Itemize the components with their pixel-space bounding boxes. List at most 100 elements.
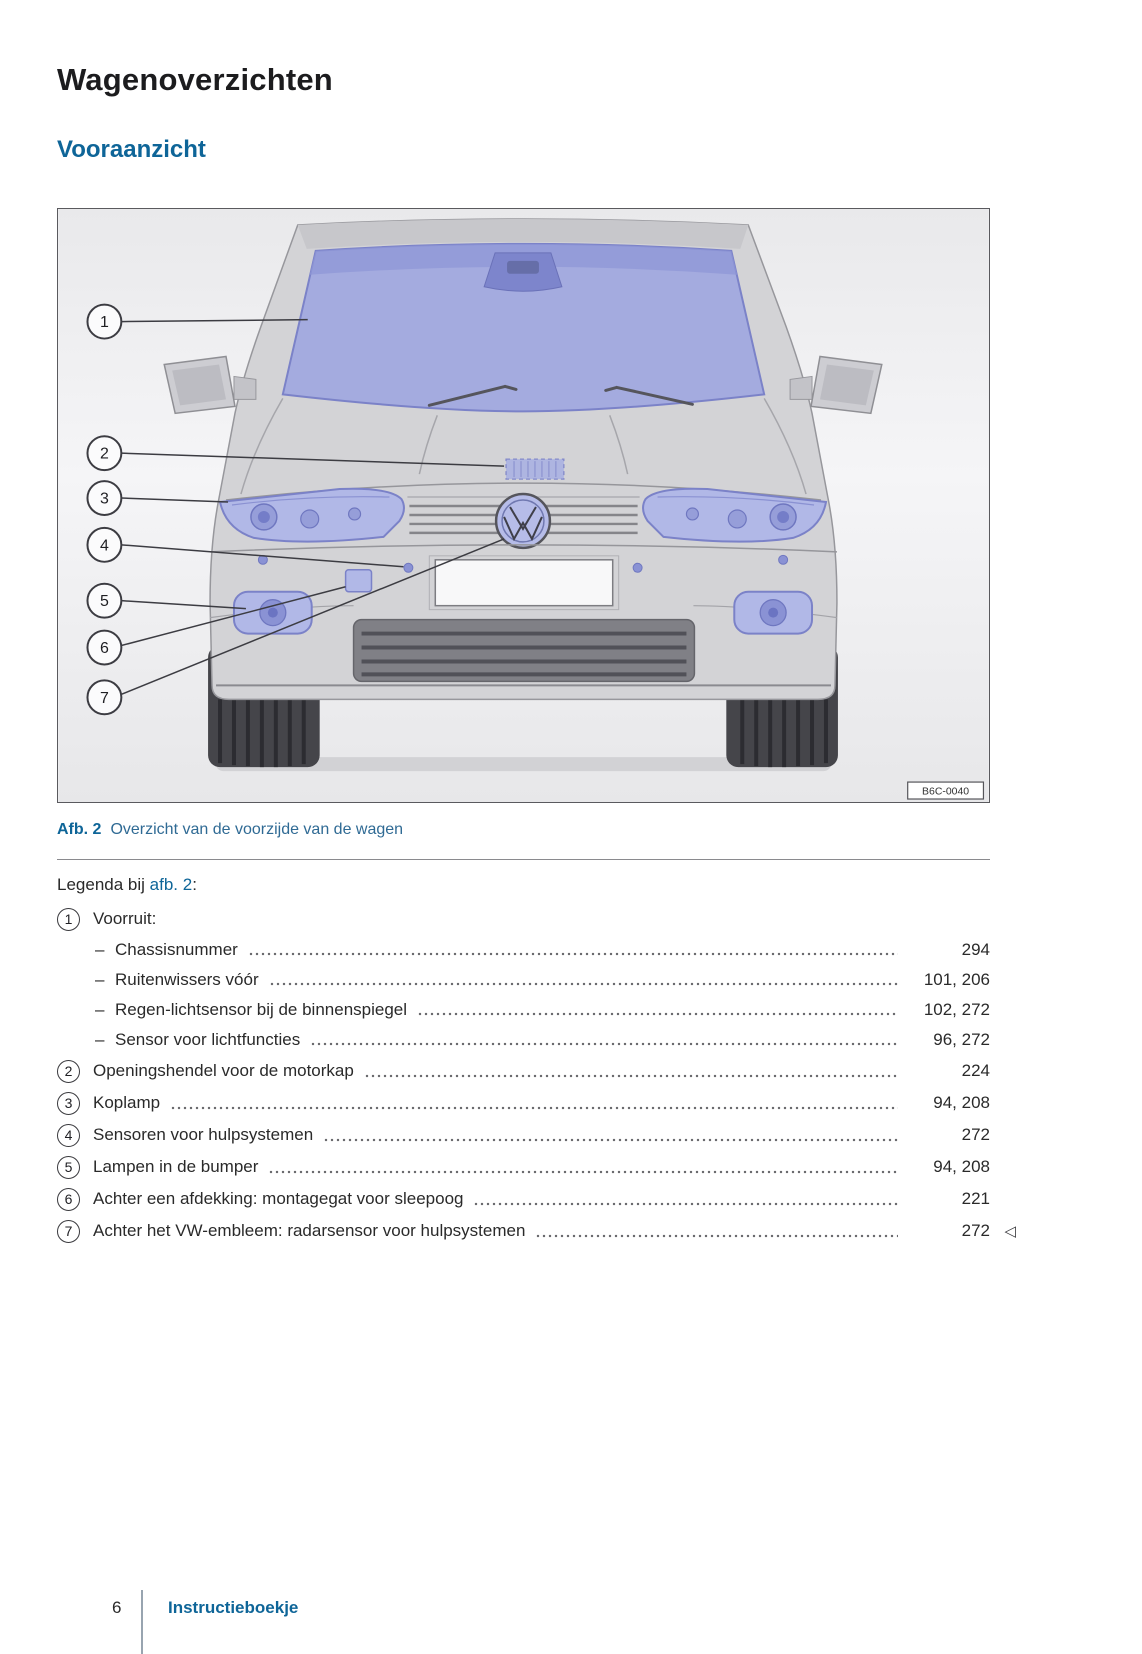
page-number: 6 [112, 1598, 122, 1617]
legend-item-number: 2 [57, 1059, 80, 1083]
parking-sensors [257, 554, 789, 573]
legend-item: 7 Achter het VW-embleem: radarsensor voo… [57, 1219, 1016, 1243]
bullet-dash: – [95, 1000, 105, 1019]
legend-item-label: Openingshendel voor de motorkap [93, 1061, 354, 1080]
legend-subitem: – Ruitenwissers vóór 101, 206 [95, 969, 990, 991]
legend-item-page-ref: 221 [961, 1189, 990, 1208]
interior-mirror-icon [483, 252, 563, 292]
legend-item: 6 Achter een afdekking: montagegat voor … [57, 1187, 990, 1211]
callout-3-number: 3 [100, 491, 109, 508]
legend-item: 1 Voorruit: [57, 907, 990, 931]
side-mirror-left-icon [163, 355, 257, 415]
dotted-leader [268, 969, 898, 991]
legend-item: 5 Lampen in de bumper 94, 208 [57, 1155, 990, 1179]
dotted-leader [268, 1155, 898, 1179]
page-title: Wagenoverzichten [57, 62, 333, 97]
front-view-figure: 1 2 3 4 5 6 7 [57, 208, 990, 803]
legend-item-number: 6 [57, 1187, 80, 1211]
legend-item-number: 4 [57, 1123, 80, 1147]
legend-subitem-label: Chassisnummer [115, 940, 238, 959]
callout-5: 5 [86, 582, 123, 619]
legend-item-number: 7 [57, 1219, 80, 1243]
figure-caption-text: Overzicht van de voorzijde van de wagen [110, 821, 404, 838]
dotted-leader [473, 1187, 898, 1211]
callout-4-number: 4 [100, 537, 109, 554]
vw-emblem-icon [494, 492, 552, 550]
legend-list: 1 Voorruit: – Chassisnummer 294 – Ruiten… [57, 907, 1016, 1243]
dotted-leader [247, 939, 898, 961]
dotted-leader [417, 999, 898, 1021]
callout-5-number: 5 [100, 593, 109, 610]
image-code-box: B6C-0040 [907, 781, 985, 800]
windshield [281, 242, 766, 413]
legend-subitem: – Regen-lichtsensor bij de binnenspiegel… [95, 999, 990, 1021]
page-footer: 6 Instructieboekje [0, 1590, 1142, 1654]
license-plate [428, 555, 620, 611]
figure-caption-label: Afb. 2 [57, 821, 102, 838]
bullet-dash: – [95, 970, 105, 989]
legend-item-number: 5 [57, 1155, 80, 1179]
callout-2-number: 2 [100, 446, 109, 463]
legend-subitem-page-ref: 96, 272 [933, 1030, 990, 1049]
legend-item-number: 1 [57, 907, 80, 931]
dotted-leader [323, 1123, 898, 1147]
bumper-crease [210, 544, 837, 553]
legend-item-label: Voorruit: [93, 909, 157, 928]
dotted-leader [170, 1091, 898, 1115]
figure-caption: Afb. 2 Overzicht van de voorzijde van de … [57, 821, 990, 839]
car-illustration: 1 2 3 4 5 6 7 [58, 209, 989, 802]
callout-4: 4 [86, 526, 123, 563]
legend-intro-prefix: Legenda bij [57, 875, 150, 894]
callout-6: 6 [86, 629, 123, 666]
section-divider [57, 859, 990, 860]
legend-item: 4 Sensoren voor hulpsystemen 272 [57, 1123, 990, 1147]
section-end-marker-icon: ◁ [1004, 1223, 1016, 1240]
legend-intro: Legenda bij afb. 2: [57, 875, 990, 895]
legend-item-number: 3 [57, 1091, 80, 1115]
legend-item-label: Koplamp [93, 1093, 161, 1112]
page-content: Wagenoverzichten Vooraanzicht [57, 0, 1016, 1243]
legend-subitem-label: Regen-lichtsensor bij de binnenspiegel [115, 1000, 408, 1019]
legend-item: 3 Koplamp 94, 208 [57, 1091, 990, 1115]
legend-subitem-page-ref: 102, 272 [923, 1000, 990, 1019]
image-code: B6C-0040 [922, 787, 969, 798]
dotted-leader [363, 1059, 898, 1083]
legend-subitem: – Chassisnummer 294 [95, 939, 990, 961]
bullet-dash: – [95, 1030, 105, 1049]
legend-item: 2 Openingshendel voor de motorkap 224 [57, 1059, 990, 1083]
hood-lines [240, 397, 807, 495]
legend-subitem: – Sensor voor lichtfuncties 96, 272 [95, 1029, 990, 1051]
section-title: Vooraanzicht [57, 136, 206, 163]
callout-7: 7 [86, 679, 123, 716]
callout-7-number: 7 [100, 690, 109, 707]
headlight-right-icon [642, 487, 828, 543]
legend-item-page-ref: 224 [961, 1061, 990, 1080]
headlight-left-icon [218, 487, 405, 543]
legend-subitem-label: Sensor voor lichtfuncties [115, 1030, 301, 1049]
legend-intro-suffix: : [192, 875, 197, 894]
callout-6-number: 6 [100, 640, 109, 657]
dotted-leader [310, 1029, 898, 1051]
legend-subitem-label: Ruitenwissers vóór [115, 970, 259, 989]
wipers-icon [427, 384, 694, 407]
ground-shadow [216, 757, 831, 772]
legend-subitem-page-ref: 294 [961, 940, 990, 959]
footer-divider [141, 1590, 143, 1654]
legend-item-page-ref: 272 [961, 1125, 990, 1144]
legend-subitem-page-ref: 101, 206 [923, 970, 990, 989]
legend-item-label: Lampen in de bumper [93, 1157, 259, 1176]
roof-band [297, 218, 749, 249]
air-intake [352, 618, 696, 683]
callout-3: 3 [86, 480, 123, 516]
dotted-leader [535, 1219, 898, 1243]
figure-reference-link[interactable]: afb. 2 [149, 875, 193, 894]
fog-light-right-icon [733, 590, 814, 635]
legend-item-label: Achter een afdekking: montagegat voor sl… [93, 1189, 464, 1208]
callout-1: 1 [86, 303, 123, 340]
bullet-dash: – [95, 940, 105, 959]
callout-lines [121, 318, 505, 696]
callout-1-number: 1 [100, 314, 109, 331]
legend-item-page-ref: 94, 208 [933, 1157, 990, 1176]
hood-release-marking [505, 458, 565, 480]
side-mirror-right-icon [789, 355, 883, 415]
